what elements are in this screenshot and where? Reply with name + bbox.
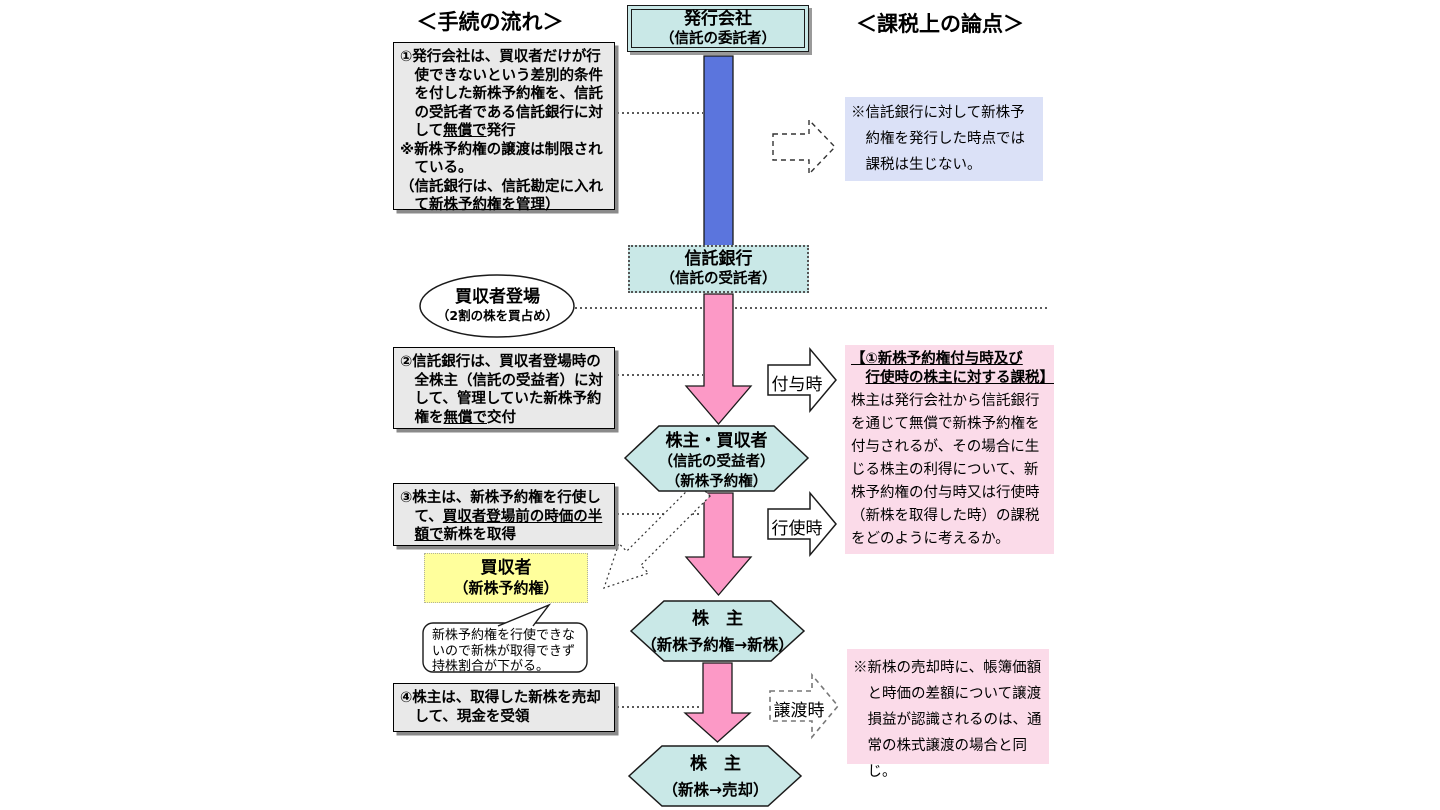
issue-flow-blue-arrow xyxy=(703,55,734,247)
step2-text: ②信託銀行は、買収者登場時の全株主（信託の受益者）に対して、管理していた新株予約… xyxy=(400,354,603,426)
grant-timing-arrow xyxy=(767,346,837,414)
step3-box: ③株主は、新株予約権を行使して、買収者登場前の時価の半額で新株を取得 xyxy=(393,483,615,546)
grant-exercise-tax-title-line2: 行使時の株主に対する課税】 xyxy=(865,370,1055,386)
shareholder-acquirer-title: 株主・買収者 xyxy=(665,431,768,451)
acquirer-subtitle: （新株予約権） xyxy=(453,579,559,597)
shareholder-acquirer-hexagon xyxy=(623,425,810,492)
trust-bank-title: 信託銀行 xyxy=(684,249,753,269)
sale-tax-note-text: ※新株の売却時に、帳簿価額と時価の差額について譲渡損益が認識されるのは、通常の株… xyxy=(853,660,1042,780)
shareholder-new-shares-hexagon xyxy=(629,600,806,662)
shareholder-new-shares-label: 株 主 （新株予約権→新株） xyxy=(631,606,804,658)
shareholder-acquirer-label: 株主・買収者 （信託の受益者） （新株予約権） xyxy=(630,430,803,492)
step2-box: ②信託銀行は、買収者登場時の全株主（信託の受益者）に対して、管理していた新株予約… xyxy=(393,347,615,429)
grant-timing-label: 付与時 xyxy=(771,375,823,395)
acquirer-callout-text: 新株予約権を行使できないので新株が取得できず持株割合が下がる。 xyxy=(432,628,576,674)
transfer-timing-dashed-arrow xyxy=(769,672,840,740)
shareholder-sale-title: 株 主 xyxy=(690,754,741,774)
shareholder-new-shares-title: 株 主 xyxy=(692,609,743,629)
exercise-timing-arrow xyxy=(767,490,837,558)
issuance-dashed-arrow xyxy=(772,118,836,176)
shareholder-acquirer-subtitle1: （信託の受益者） xyxy=(658,454,775,470)
shareholder-sale-hexagon xyxy=(627,745,803,807)
no-exercise-dotted-arrow xyxy=(603,481,711,589)
step1-note: ※新株予約権の譲渡は制限されている。 xyxy=(400,141,603,177)
issuance-tax-note-text: ※信託銀行に対して新株予約権を発行した時点では課税は生じない。 xyxy=(851,105,1025,173)
step3-text: ③株主は、新株予約権を行使して、買収者登場前の時価の半額で新株を取得 xyxy=(400,490,603,544)
tax-issues-header: ＜課税上の論点＞ xyxy=(856,12,1024,36)
procedure-flow-header: ＜手続の流れ＞ xyxy=(416,10,564,34)
step1-emphasis: 無償で xyxy=(443,123,487,139)
step2-emphasis: 無償で xyxy=(443,409,488,426)
shareholder-new-shares-subtitle: （新株予約権→新株） xyxy=(641,636,794,654)
step3-emphasis: 買収者登場前の時価の半額で xyxy=(414,508,603,544)
step1-paren-note: （信託銀行は、信託勘定に入れて新株予約権を管理） xyxy=(400,178,603,214)
issuer-subtitle: （信託の委託者） xyxy=(660,30,776,47)
acquirer-event-subtitle: （2割の株を買占め） xyxy=(436,308,559,323)
step4-box: ④株主は、取得した新株を売却して、現金を受領 xyxy=(393,683,615,732)
grant-exercise-tax-note: 【①新株予約権付与時及び 行使時の株主に対する課税】 株主は発行会社から信託銀行… xyxy=(845,345,1054,554)
trust-bank-subtitle: （信託の受託者） xyxy=(660,271,777,287)
acquirer-box: 買収者 （新株予約権） xyxy=(424,553,588,603)
grant-flow-pink-arrow xyxy=(684,293,753,426)
acquirer-event-ellipse xyxy=(419,274,575,338)
acquirer-event-title: 買収者登場 xyxy=(455,287,540,307)
exercise-timing-label: 行使時 xyxy=(771,519,823,539)
shareholder-sale-label: 株 主 （新株→売却） xyxy=(629,751,802,803)
step1-text: ①発行会社は、買収者だけが行使できないという差別的条件を付した新株予約権を、信託… xyxy=(400,49,603,139)
issuer-box: 発行会社 （信託の委託者） xyxy=(627,5,809,52)
issuance-tax-note: ※信託銀行に対して新株予約権を発行した時点では課税は生じない。 xyxy=(845,97,1043,181)
grant-exercise-tax-title-line1: 【①新株予約権付与時及び xyxy=(851,351,1023,367)
callout-bubble-tail xyxy=(497,603,552,627)
acquirer-title: 買収者 xyxy=(480,558,532,578)
step4-text: ④株主は、取得した新株を売却して、現金を受領 xyxy=(400,690,601,725)
sale-tax-note: ※新株の売却時に、帳簿価額と時価の差額について譲渡損益が認識されるのは、通常の株… xyxy=(847,649,1049,780)
transfer-timing-label: 譲渡時 xyxy=(773,701,825,721)
grant-exercise-tax-body: 株主は発行会社から信託銀行を通じて無償で新株予約権を付与されるが、その場合に生じ… xyxy=(851,393,1040,547)
exercise-flow-pink-arrow xyxy=(684,492,753,597)
sale-flow-pink-arrow xyxy=(683,662,752,743)
shareholder-sale-subtitle: （新株→売却） xyxy=(662,781,769,799)
step1-box: ①発行会社は、買収者だけが行使できないという差別的条件を付した新株予約権を、信託… xyxy=(393,42,615,213)
acquirer-event-label: 買収者登場 （2割の株を買占め） xyxy=(420,287,575,323)
trust-bank-box: 信託銀行 （信託の受託者） xyxy=(628,245,809,293)
shareholder-acquirer-subtitle2: （新株予約権） xyxy=(665,474,768,490)
issuer-title: 発行会社 xyxy=(684,8,752,29)
